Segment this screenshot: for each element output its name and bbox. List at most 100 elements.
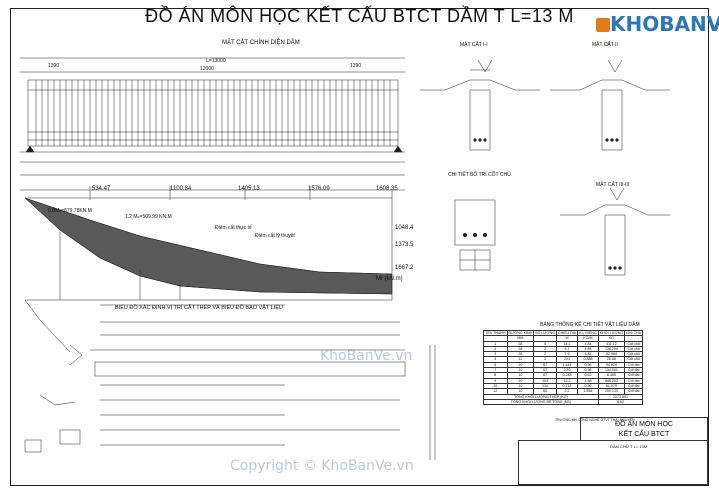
watermark-center: KhoBanVe.vn — [320, 348, 413, 364]
table-cell: 200.133 — [597, 388, 626, 395]
table-cell: 848.203 — [597, 377, 626, 384]
title-block-school: TRƯỜNG ĐH CÔNG NGHỆ GTVT THÁI NGUYÊN — [555, 418, 635, 422]
table-cell: 10 — [506, 377, 535, 384]
section-1-label: MẶT CẮT I-I — [460, 42, 488, 48]
table-cell: 28 — [506, 351, 535, 358]
steel-table-header: SỐ LƯỢNG — [533, 329, 557, 337]
table-cell: 12 — [506, 356, 535, 363]
table-cell: 134.001 — [597, 367, 626, 374]
table-cell: 94.629 — [597, 361, 626, 369]
moment-value-3: 1405.13 — [238, 186, 260, 192]
table-cell: 14.2 — [555, 340, 579, 347]
table-total-value: 2073.853 — [597, 393, 644, 400]
table-total-row: TỔNG KHỐI LƯỢNG BÊ TÔNG (M3)6.62 — [483, 398, 644, 406]
steel-table-header: CHIỀU DÀI — [555, 329, 579, 337]
table-cell: 2.70 — [555, 367, 579, 374]
title-block — [518, 440, 708, 485]
title-block-sheet: DẦM CHỮ T L= 13M — [610, 444, 648, 449]
table-total-value: 6.62 — [597, 398, 644, 406]
table-cell: 5.7 — [555, 345, 579, 353]
moment-axis-unit: Mr (kN.m) — [376, 276, 403, 282]
logo-tagline: .vn — [602, 42, 611, 48]
section-3-label: MẶT CẮT III-III — [596, 182, 630, 188]
moment-right-2: 1373.5 — [395, 242, 414, 248]
table-cell: 61.079 — [597, 382, 626, 390]
steel-table-header: K.L RIÊNG — [577, 329, 599, 337]
table-cell: 10 — [506, 372, 535, 379]
steel-table-unit: KG — [597, 335, 626, 342]
drawing-frame — [10, 8, 709, 486]
table-cell: 138.294 — [597, 345, 626, 353]
steel-table-unit: MM — [506, 335, 535, 342]
elevation-dim-3: 1390 — [350, 63, 362, 69]
table-cell: Cốt chủ — [624, 351, 644, 358]
moment-annotation-1: 0.8Mₕ=879.78KN.M — [48, 208, 92, 214]
table-cell: Cốt đai — [624, 372, 644, 379]
bar-detail — [454, 199, 496, 271]
steel-table-header: GHI CHÚ — [624, 329, 644, 337]
stirrup-lines — [35, 80, 391, 146]
moment-right-3: 1667.2 — [395, 265, 414, 271]
steel-table-unit: M — [555, 335, 579, 342]
drawing-title: ĐỒ ÁN MÔN HỌC KẾT CẤU BTCT DẦM T L=13 M — [145, 6, 574, 26]
steel-table-header: ĐƯỜNG KÍNH — [506, 329, 535, 337]
table-cell: 10 — [506, 388, 535, 395]
table-cell: 1.444 — [555, 361, 579, 369]
bar-section-label: BIỂU ĐỒ XÁC ĐỊNH VỊ TRÍ CẮT THÉP VÀ BIỂU… — [115, 305, 283, 311]
table-cell: Cốt đai — [624, 377, 644, 384]
moment-value-1: 534.47 — [92, 186, 111, 192]
steel-table-header: KHỐI LƯỢNG — [597, 329, 626, 337]
moment-value-2: 1100.84 — [170, 186, 192, 192]
table-cell: Cốt chủ — [624, 340, 644, 347]
moment-value-5: 1608.35 — [376, 186, 398, 192]
table-cell: 7.9 — [555, 351, 579, 358]
table-cell: 2.2 — [555, 388, 579, 395]
bar-schedule — [24, 299, 436, 460]
moment-right-1: 1048.4 — [395, 225, 414, 231]
table-cell: Cốt đai — [624, 382, 644, 390]
table-cell: 92.984 — [597, 351, 626, 358]
table-cell: 28 — [506, 345, 535, 353]
span-label: L=13000 — [206, 58, 226, 64]
elevation-label: MẶT CẮT CHÍNH DIỆN DẦM — [222, 40, 300, 46]
table-total-label: TỔNG KHỐI LƯỢNG BÊ TÔNG (M3) — [483, 398, 599, 406]
table-cell: 26.88 — [597, 356, 626, 363]
elevation-dim-1: 1390 — [48, 63, 60, 69]
table-cell: 0.718 — [555, 382, 579, 390]
logo-text: KHOBANVE — [610, 12, 719, 36]
title-block-project: ĐỒ ÁN MÔN HỌC — [615, 421, 673, 428]
moment-annotation-2: 1.2 Mₕ=509.99 KN.M — [125, 214, 172, 220]
moment-envelope — [24, 186, 393, 301]
steel-table-header: TÊN THANH — [483, 329, 508, 337]
cross-section-2 — [550, 59, 670, 151]
khobanve-logo[interactable]: KHOBANVE .vn — [596, 12, 719, 48]
table-cell: Cốt chủ — [624, 345, 644, 353]
table-cell: Cốt chủ — [624, 356, 644, 363]
beam-elevation — [20, 57, 405, 191]
watermark-bottom: Copyright © KhoBanVe.vn — [230, 458, 414, 474]
table-cell: 10 — [506, 367, 535, 374]
table-cell: 201 — [555, 356, 579, 363]
table-cell: Cốt đai — [624, 361, 644, 369]
table-cell: 411.12 — [597, 340, 626, 347]
cross-section-3 — [560, 187, 670, 276]
title-block-subject: KẾT CẤU BTCT — [618, 431, 670, 438]
logo-badge-icon — [596, 18, 610, 32]
table-cell: 10 — [506, 382, 535, 390]
moment-annotation-3: Điểm cắt thực tế — [215, 225, 252, 231]
table-cell: 28 — [506, 340, 535, 347]
table-total-label: TỔNG KHỐI LƯỢNG THÉP (KG) — [483, 393, 599, 400]
elevation-dim-2: 12000 — [200, 66, 214, 72]
